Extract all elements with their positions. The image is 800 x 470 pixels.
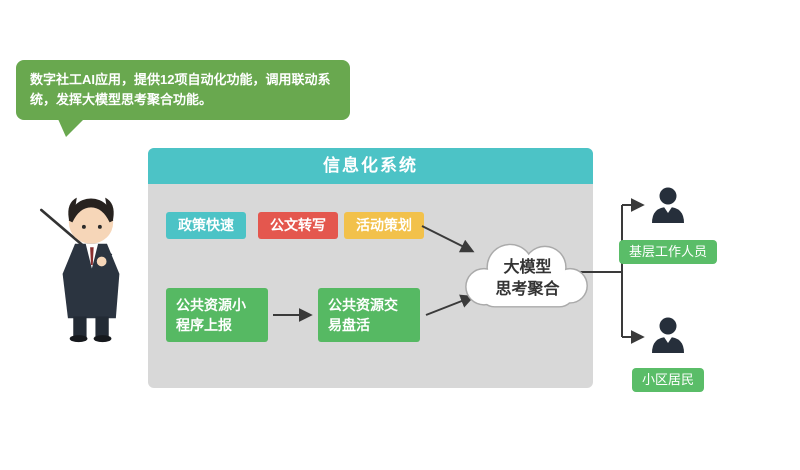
cloud-icon [465,243,588,308]
cloud-label: 大模型 思考聚合 [455,228,600,330]
presenter-character-illustration [36,180,146,350]
feature-chip-policy: 政策快速 [166,212,246,239]
process-chip-resource-report: 公共资源小程序上报 [166,288,268,342]
presenter-icon [39,197,120,343]
person-icon-grassroots [648,186,688,224]
big-model-cloud: 大模型 思考聚合 [455,228,600,330]
panel-title: 信息化系统 [148,148,593,184]
process-chip-resource-trade: 公共资源交易盘活 [318,288,420,342]
cloud-label-line1: 大模型 [503,259,552,277]
speech-bubble: 数字社工AI应用，提供12项自动化功能，调用联动系统，发挥大模型思考聚合功能。 [16,60,350,138]
cloud-label-line2: 思考聚合 [495,281,560,298]
output-label-grassroots: 基层工作人员 [619,240,717,264]
feature-chip-document: 公文转写 [258,212,338,239]
speech-bubble-text: 数字社工AI应用，提供12项自动化功能，调用联动系统，发挥大模型思考聚合功能。 [30,72,331,108]
person-icon-residents [648,316,688,354]
output-label-residents: 小区居民 [632,368,704,392]
feature-chip-activity: 活动策划 [344,212,424,239]
